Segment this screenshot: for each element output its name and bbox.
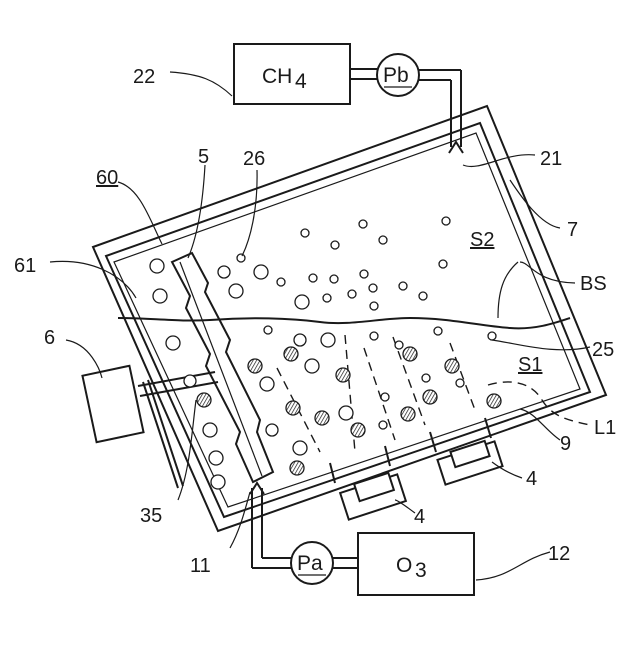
label-12: 12 — [548, 543, 570, 565]
label-22: 22 — [133, 66, 155, 88]
label-7: 7 — [567, 219, 578, 241]
label-11: 11 — [190, 555, 211, 577]
svg-text:4: 4 — [295, 70, 307, 93]
o3-label: O — [396, 554, 412, 577]
label-s2: S2 — [470, 229, 494, 251]
label-25: 25 — [592, 339, 614, 361]
ch4-label: CH — [262, 65, 292, 88]
pump-pa-label: Pa — [297, 552, 323, 575]
label-6: 6 — [44, 327, 55, 349]
svg-text:3: 3 — [415, 559, 427, 582]
electrode-4-left — [340, 473, 406, 520]
label-60: 60 — [96, 167, 118, 189]
ch4-supply: CH 4 Pb — [234, 44, 463, 153]
label-61: 61 — [14, 255, 36, 277]
label-9: 9 — [560, 433, 571, 455]
label-l1: L1 — [594, 417, 616, 439]
gas-bubbles — [150, 217, 496, 489]
label-35: 35 — [140, 505, 162, 527]
label-bs: BS — [580, 273, 607, 295]
pump-pb-label: Pb — [383, 64, 409, 87]
leader-lines — [50, 72, 590, 580]
liquid-surface — [118, 318, 570, 328]
label-26: 26 — [243, 148, 265, 170]
label-4-right: 4 — [526, 468, 537, 490]
label-s1: S1 — [518, 354, 542, 376]
label-4-left: 4 — [414, 506, 425, 528]
label-5: 5 — [198, 146, 209, 168]
label-21: 21 — [540, 148, 562, 170]
